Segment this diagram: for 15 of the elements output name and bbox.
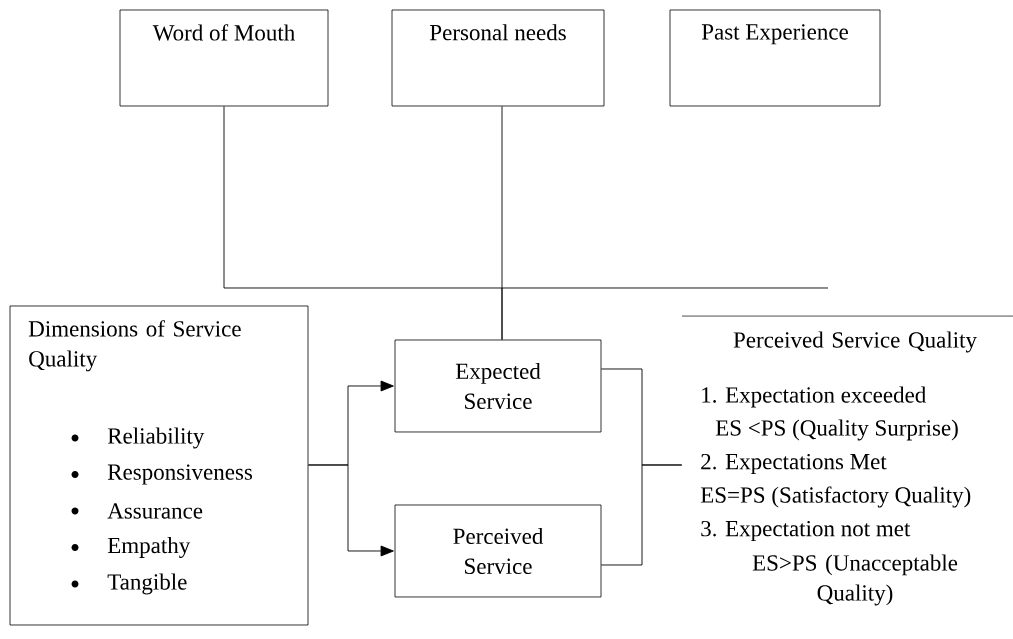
node-label: Reliability <box>107 427 205 449</box>
node-label: Perceived Service <box>453 527 544 575</box>
connector <box>600 464 683 566</box>
node-label: Past Experience <box>701 24 848 45</box>
node-label: Empathy <box>107 537 191 558</box>
node-text: Perceived Service Quality 1. Expectation exceeded ES <PS (Quality Surprise) 2. Expectations Met ES=PS (Satisfactory Quality) 3. Expectation not met ES>PS (Unacceptable Quality) <box>700 331 977 606</box>
connector <box>307 464 394 557</box>
connector <box>501 105 503 341</box>
node-label: Assurance <box>107 503 203 519</box>
node-label: Word of Mouth <box>152 24 295 41</box>
node-label: Dimensions of Service Quality <box>28 320 241 372</box>
node-label: Responsiveness <box>107 464 253 485</box>
node-label: Tangible <box>107 573 187 595</box>
node-label: Expected Service <box>455 362 541 410</box>
node-label: Personal needs <box>430 24 566 41</box>
